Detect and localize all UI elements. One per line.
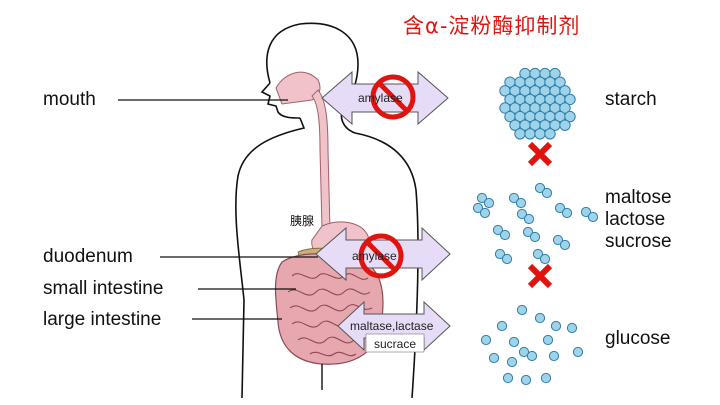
molecule-bead bbox=[559, 102, 571, 114]
label-small-intestine: small intestine bbox=[43, 278, 164, 299]
label-lactose: lactose bbox=[605, 209, 666, 230]
molecule-bead bbox=[554, 202, 566, 214]
molecule-bead bbox=[539, 253, 551, 265]
prohibit-icon bbox=[358, 233, 404, 279]
molecule-bead bbox=[508, 192, 520, 204]
molecule-bead bbox=[532, 248, 544, 260]
disaccharide-beads bbox=[472, 182, 599, 265]
molecule-bead bbox=[550, 320, 562, 332]
molecule-bead bbox=[476, 192, 488, 204]
lower-enzyme-label-box bbox=[365, 333, 425, 353]
molecule-bead bbox=[515, 197, 527, 209]
molecule-bead bbox=[559, 85, 571, 97]
molecule-bead bbox=[502, 372, 514, 384]
molecule-bead bbox=[523, 213, 535, 225]
molecule-bead bbox=[479, 207, 491, 219]
molecule-bead bbox=[564, 93, 576, 106]
enzyme-label-upper: amylase bbox=[358, 91, 403, 105]
molecule-bead bbox=[534, 312, 546, 324]
molecule-bead bbox=[572, 346, 584, 358]
molecule-bead bbox=[548, 350, 560, 362]
molecule-bead bbox=[544, 128, 556, 140]
molecule-bead bbox=[526, 350, 538, 362]
cross-mark-icon bbox=[527, 141, 553, 167]
molecule-bead bbox=[496, 320, 508, 332]
molecule-bead bbox=[514, 128, 526, 140]
molecule-bead bbox=[524, 128, 536, 140]
prohibit-icon bbox=[370, 74, 416, 120]
molecule-bead bbox=[472, 202, 484, 214]
starch-cluster bbox=[499, 67, 576, 140]
molecule-bead bbox=[488, 352, 500, 364]
label-sucrose: sucrose bbox=[605, 231, 672, 252]
label-glucose: glucose bbox=[605, 328, 671, 349]
molecule-bead bbox=[559, 119, 571, 131]
molecule-bead bbox=[499, 229, 511, 241]
label-large-intestine: large intestine bbox=[43, 309, 162, 330]
molecule-bead bbox=[549, 67, 561, 80]
molecule-bead bbox=[508, 336, 520, 348]
cross-mark-icon bbox=[527, 263, 553, 289]
molecule-bead bbox=[522, 226, 534, 238]
mouth-cavity bbox=[275, 71, 321, 105]
molecule-bead bbox=[540, 372, 552, 384]
middle-enzyme-arrow bbox=[315, 226, 451, 282]
molecule-bead bbox=[566, 322, 578, 334]
molecule-bead bbox=[564, 110, 576, 123]
glucose-beads bbox=[480, 304, 584, 386]
molecule-bead bbox=[518, 346, 530, 358]
molecule-bead bbox=[516, 304, 528, 316]
enzyme-label-lower-1: maltase,lactase bbox=[350, 319, 434, 333]
molecule-bead bbox=[587, 211, 599, 223]
molecule-bead bbox=[580, 206, 592, 218]
label-pancreas: 胰腺 bbox=[290, 214, 315, 228]
label-maltose: maltose bbox=[605, 187, 672, 208]
molecule-bead bbox=[483, 197, 495, 209]
molecule-bead bbox=[492, 224, 504, 236]
molecule-bead bbox=[506, 356, 518, 368]
upper-enzyme-arrow bbox=[321, 70, 449, 126]
molecule-bead bbox=[541, 187, 553, 199]
molecule-bead bbox=[534, 128, 546, 140]
label-mouth: mouth bbox=[43, 89, 96, 110]
molecule-bead bbox=[480, 334, 492, 346]
enzyme-label-lower-2: sucrace bbox=[374, 337, 417, 351]
molecule-bead bbox=[494, 248, 506, 260]
molecule-bead bbox=[520, 374, 532, 386]
esophagus bbox=[311, 89, 331, 231]
label-duodenum: duodenum bbox=[43, 246, 133, 267]
molecule-bead bbox=[552, 234, 564, 246]
molecule-bead bbox=[516, 208, 528, 220]
enzyme-label-middle: amylase bbox=[352, 249, 397, 263]
molecule-bead bbox=[534, 182, 546, 194]
molecule-bead bbox=[501, 253, 513, 265]
intestine-folds bbox=[287, 273, 373, 357]
molecule-bead bbox=[559, 239, 571, 251]
diagram-title: 含α-淀粉酶抑制剂 bbox=[403, 14, 581, 38]
molecule-bead bbox=[554, 76, 566, 88]
label-starch: starch bbox=[605, 89, 657, 110]
molecule-bead bbox=[529, 231, 541, 243]
molecule-bead bbox=[561, 207, 573, 219]
molecule-bead bbox=[542, 334, 554, 346]
